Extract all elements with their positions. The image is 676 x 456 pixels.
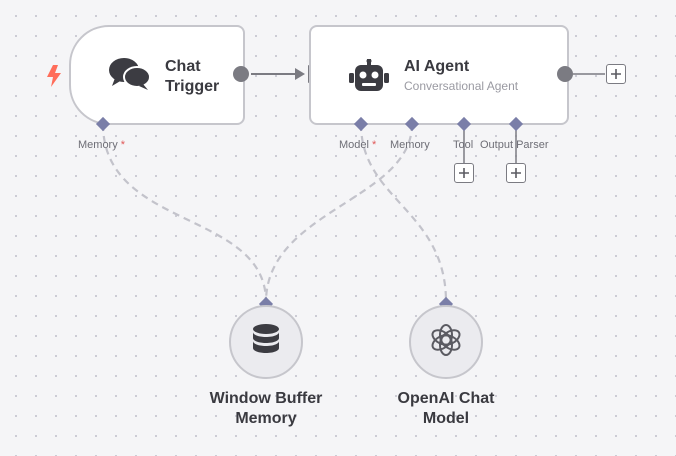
agent-model-label: Model * xyxy=(339,139,377,151)
plus-icon xyxy=(459,168,469,178)
chat-bubbles-icon xyxy=(109,57,151,91)
agent-output-parser-label: Output Parser xyxy=(480,139,549,151)
lightning-bolt-icon xyxy=(46,65,62,92)
chat-trigger-output-port[interactable] xyxy=(233,66,249,82)
robot-icon xyxy=(349,59,389,93)
ai-agent-title: AI Agent xyxy=(404,58,470,75)
agent-model-dashed-connection xyxy=(359,123,448,303)
agent-memory-label: Memory xyxy=(390,139,430,151)
openai-logo-icon xyxy=(429,323,463,362)
add-output-node-button[interactable] xyxy=(606,64,626,84)
agent-memory-dashed-connection xyxy=(264,123,414,303)
ai-agent-output-port[interactable] xyxy=(557,66,573,82)
add-tool-button[interactable] xyxy=(454,163,474,183)
openai-chat-model-label: OpenAI Chat Model xyxy=(397,390,495,427)
window-buffer-memory-node[interactable] xyxy=(229,305,303,379)
plus-icon xyxy=(611,69,621,79)
trigger-memory-label: Memory * xyxy=(78,139,126,151)
ai-agent-subtitle: Conversational Agent xyxy=(404,79,519,93)
add-output-parser-button[interactable] xyxy=(506,163,526,183)
plus-icon xyxy=(511,168,521,178)
openai-chat-model-node[interactable] xyxy=(409,305,483,379)
trigger-memory-dashed-connection xyxy=(101,123,268,303)
main-connection-arrow xyxy=(295,68,305,80)
database-icon xyxy=(252,323,280,361)
chat-trigger-node[interactable]: Chat Trigger xyxy=(69,25,245,125)
agent-tool-label: Tool xyxy=(453,139,474,151)
ai-agent-node[interactable]: AI Agent Conversational Agent xyxy=(309,25,569,125)
window-buffer-memory-label: Window Buffer Memory xyxy=(209,390,323,427)
chat-trigger-title: Chat Trigger xyxy=(165,58,220,95)
